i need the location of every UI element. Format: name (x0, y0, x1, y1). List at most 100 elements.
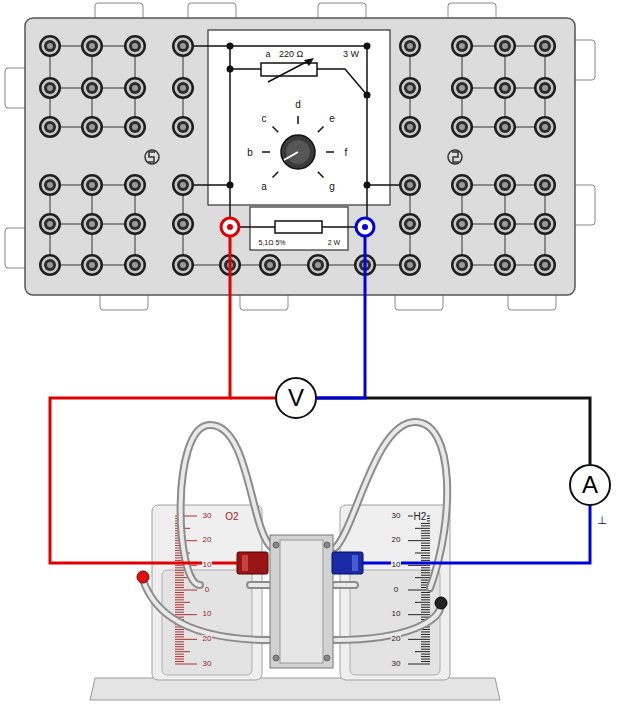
power-rating: 2 W (328, 239, 340, 247)
scale-tick (421, 592, 430, 593)
scale-tick (421, 604, 430, 605)
scale-tick (421, 649, 430, 650)
scale-tick (175, 636, 184, 637)
scale-tick (175, 597, 184, 598)
scale-tick (421, 543, 430, 544)
dial-position: b (247, 147, 253, 158)
scale-tick (408, 565, 430, 566)
resistor-value: 5,1Ω 5% (258, 239, 285, 247)
wire (317, 398, 590, 464)
dial-position: g (329, 181, 335, 192)
resistance-value: 220 Ω (279, 50, 303, 60)
scale-tick (421, 523, 430, 524)
scale-tick (421, 538, 430, 539)
scale-number: 0 (393, 586, 399, 595)
scale-number: 10 (391, 610, 402, 619)
scale-tick (421, 594, 430, 595)
scale-tick (175, 649, 184, 650)
scale-tick (175, 639, 197, 640)
scale-tick (175, 590, 197, 591)
scale-tick (175, 629, 184, 630)
scale-tick (415, 553, 430, 554)
power-rating: 3 W (343, 50, 359, 60)
scale-tick (175, 580, 184, 581)
scale-tick (421, 636, 430, 637)
scale-tick (421, 597, 430, 598)
scale-tick (175, 607, 184, 608)
scale-tick (175, 594, 184, 595)
scale-number: 30 (202, 660, 213, 669)
scale-tick (415, 651, 430, 652)
scale-tick (421, 659, 430, 660)
scale-tick (421, 548, 430, 549)
scale-number: 0 (204, 586, 210, 595)
scale-tick (175, 567, 184, 568)
scale-tick (421, 656, 430, 657)
scale-tick (421, 530, 430, 531)
scale-tick (175, 612, 184, 613)
scale-tick (175, 602, 190, 603)
scale-tick (421, 609, 430, 610)
scale-number: 10 (391, 561, 402, 570)
scale-tick (421, 646, 430, 647)
scale-tick (408, 639, 430, 640)
scale-number: 30 (391, 512, 402, 521)
scale-tick (175, 659, 184, 660)
scale-tick (175, 651, 190, 652)
scale-tick (421, 560, 430, 561)
scale-tick (421, 654, 430, 655)
gas-label: O2 (224, 511, 239, 522)
scale-tick (421, 572, 430, 573)
scale-tick (175, 634, 184, 635)
scale-tick (421, 641, 430, 642)
scale-tick (421, 634, 430, 635)
scale-tick (175, 570, 184, 571)
scale-tick (175, 661, 184, 662)
scale-tick (175, 644, 184, 645)
scale-tick (175, 572, 184, 573)
scale-tick (421, 575, 430, 576)
scale-tick (175, 664, 197, 665)
scale-tick (421, 612, 430, 613)
scale-tick (175, 631, 184, 632)
gas-label: H2 (413, 511, 428, 522)
meter-letter: V (288, 386, 304, 410)
scale-tick (421, 644, 430, 645)
scale-number: 20 (391, 635, 402, 644)
dial-position: f (345, 147, 348, 158)
scale-tick (415, 577, 430, 578)
scale-tick (421, 661, 430, 662)
scale-tick (421, 607, 430, 608)
scale-tick (175, 582, 184, 583)
scale-tick (421, 545, 430, 546)
scale-tick (421, 567, 430, 568)
meter-letter: A (582, 473, 598, 497)
scale-number: 30 (202, 512, 213, 521)
scale-tick (175, 592, 184, 593)
scale-number: 10 (202, 561, 213, 570)
scale-tick (175, 614, 197, 615)
scale-tick (421, 599, 430, 600)
scale-tick (175, 585, 184, 586)
scale-number: 20 (202, 536, 213, 545)
scale-tick (175, 641, 184, 642)
voltmeter-symbol: V (275, 377, 317, 419)
scale-tick (408, 664, 430, 665)
scale-tick (175, 654, 184, 655)
ground-symbol: ⊥ (597, 514, 607, 526)
scale-tick (175, 656, 184, 657)
scale-tick (415, 602, 430, 603)
dial-position: c (262, 113, 267, 124)
scale-number: 30 (391, 660, 402, 669)
scale-tick (421, 525, 430, 526)
scale-tick (415, 528, 430, 529)
dial-position: e (329, 113, 335, 124)
scale-tick (421, 535, 430, 536)
rheostat-label: a (265, 50, 270, 60)
scale-tick (421, 550, 430, 551)
scale-tick (421, 555, 430, 556)
scale-tick (421, 533, 430, 534)
